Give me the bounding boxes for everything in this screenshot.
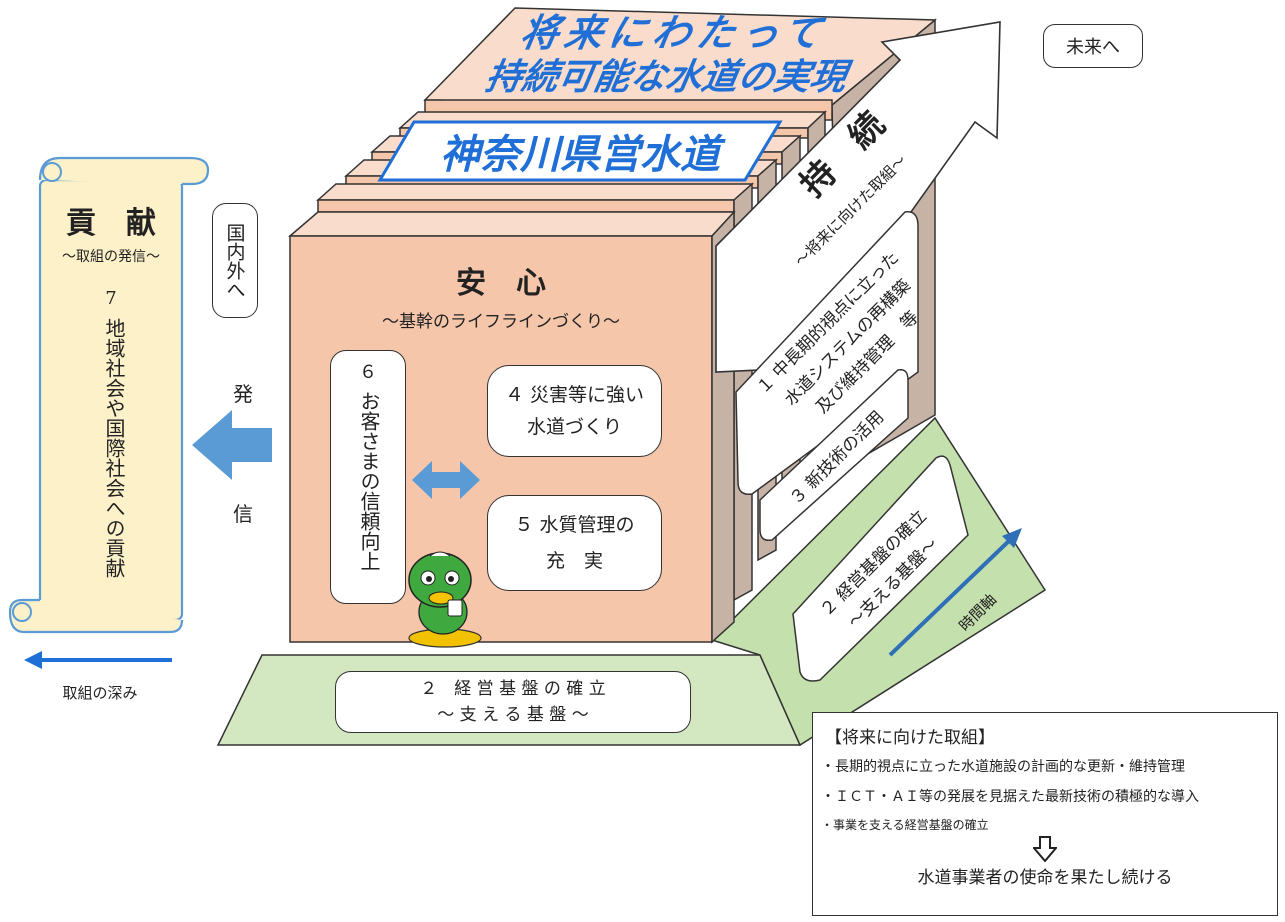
future-heading: 【将来に向けた取組】 — [825, 728, 995, 748]
item6-text: お客さまの信頼向上 — [357, 391, 381, 571]
item2-front-line2: 〜 支 え る 基 盤 〜 — [437, 705, 589, 725]
anshin-title: 安 心 — [456, 266, 546, 301]
top-title-line2: 持続可能な水道の実現 — [482, 56, 850, 98]
item2-front-line1: ２ 経 営 基 盤 の 確 立 — [420, 679, 606, 699]
item6-box: ６ お客さまの信頼向上 — [330, 350, 406, 604]
kouken-text: 地域社会や国際社会への貢献 — [102, 318, 126, 578]
future-bullet-3: ・事業を支える経営基盤の確立 — [821, 818, 989, 832]
scroll — [8, 156, 210, 634]
item5-box: ５ 水質管理の 充 実 — [487, 495, 662, 591]
item2-front-box: ２ 経 営 基 盤 の 確 立 〜 支 え る 基 盤 〜 — [335, 671, 691, 733]
hasshin-top: 発 — [233, 381, 253, 406]
item3-panel — [759, 368, 909, 542]
top-title-line1: 将来にわたって — [516, 10, 831, 55]
item5-line1: ５ 水質管理の — [514, 514, 635, 536]
banner-shape — [377, 120, 783, 182]
item6-number: ６ — [359, 362, 377, 383]
double-arrow — [412, 461, 480, 499]
kokunai-label: 国内外へ — [212, 203, 258, 318]
jizoku-arrow — [715, 21, 1001, 373]
depth-label: 取組の深み — [62, 683, 138, 702]
future-conclusion: 水道事業者の使命を果たし続ける — [917, 868, 1173, 888]
item4-line1: ４ 災害等に強い — [504, 384, 645, 406]
mascot-character — [408, 551, 482, 648]
top-title: 将来にわたって 持続可能な水道の実現 — [462, 10, 878, 100]
future-bullet-1: ・長期的視点に立った水道施設の計画的な更新・維持管理 — [821, 759, 1185, 775]
future-bullet-2: ・ＩＣＴ・ＡＩ等の発展を見据えた最新技術の積極的な導入 — [821, 789, 1199, 805]
mirai-label: 未来へ — [1043, 24, 1143, 68]
banner-text: 神奈川県営水道 — [440, 132, 720, 178]
hasshin-arrow — [192, 410, 272, 480]
kouken-sub: 〜取組の発信〜 — [62, 249, 160, 265]
anshin-sub: 〜基幹のライフラインづくり〜 — [382, 311, 620, 332]
item1-panel — [735, 211, 919, 495]
item4-line2: 水道づくり — [526, 416, 622, 438]
item4-box: ４ 災害等に強い 水道づくり — [487, 365, 662, 457]
depth-arrowhead — [24, 651, 42, 669]
kouken-title: 貢 献 — [66, 206, 156, 241]
anshin-block-top — [287, 211, 736, 237]
down-arrow-icon — [821, 835, 1269, 863]
item2-side-panel — [792, 455, 969, 682]
item5-line2: 充 実 — [545, 550, 603, 572]
time-axis-line — [888, 536, 1014, 657]
hasshin-bottom: 信 — [233, 501, 253, 526]
future-box: 【将来に向けた取組】 ・長期的視点に立った水道施設の計画的な更新・維持管理 ・Ｉ… — [812, 712, 1278, 916]
time-axis-arrowhead — [1002, 528, 1022, 548]
kouken-number: 7 — [105, 287, 117, 309]
